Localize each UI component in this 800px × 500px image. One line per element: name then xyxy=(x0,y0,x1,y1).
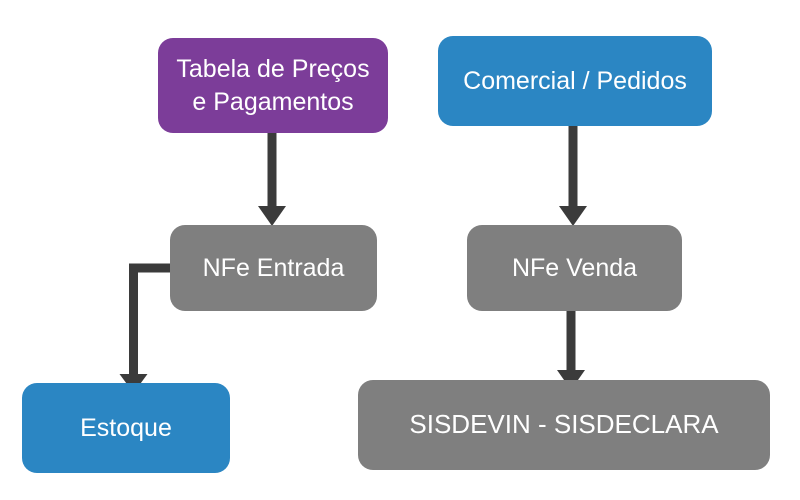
node-nfe-venda: NFe Venda xyxy=(467,225,682,311)
node-label: Tabela de Preços e Pagamentos xyxy=(176,55,370,116)
node-estoque: Estoque xyxy=(22,383,230,473)
node-tabela-precos-pagamentos: Tabela de Preços e Pagamentos xyxy=(158,38,388,133)
arrowhead-down-icon xyxy=(559,206,587,226)
arrow-tabela-to-nfe-entrada xyxy=(258,133,286,226)
node-label: Estoque xyxy=(80,413,172,442)
arrow-nfe-venda-to-sisdevin xyxy=(557,311,585,390)
node-nfe-entrada: NFe Entrada xyxy=(170,225,377,311)
node-label: Comercial / Pedidos xyxy=(463,66,687,95)
node-label: SISDEVIN - SISDECLARA xyxy=(409,409,719,440)
node-label: NFe Entrada xyxy=(202,253,345,282)
node-label: NFe Venda xyxy=(511,253,638,282)
node-comercial-pedidos: Comercial / Pedidos xyxy=(438,36,712,126)
arrow-nfe-entrada-to-estoque xyxy=(119,263,170,393)
arrowhead-down-icon xyxy=(258,206,286,226)
arrow-comercial-to-nfe-venda xyxy=(559,126,587,226)
node-sisdevin-sisdeclara: SISDEVIN - SISDECLARA xyxy=(358,380,770,470)
